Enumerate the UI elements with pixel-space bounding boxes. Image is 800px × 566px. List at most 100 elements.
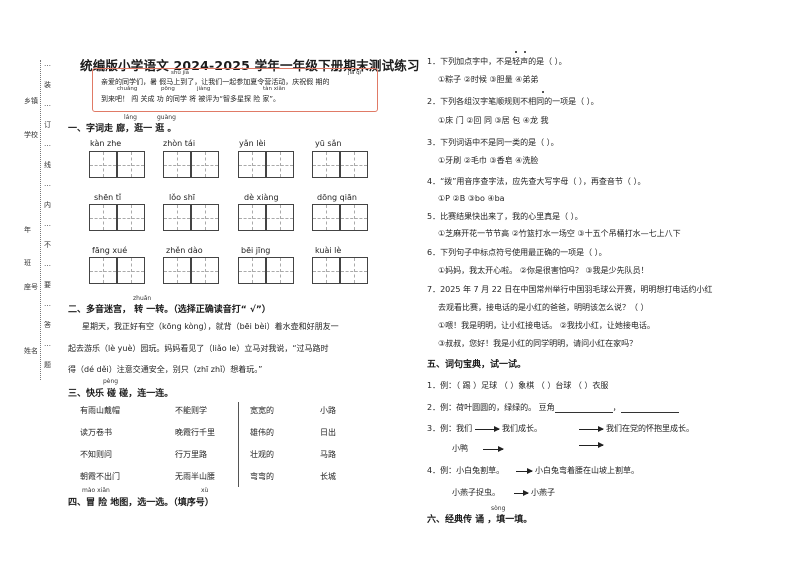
sec5-item-4-b: 小白兔弯着腰在山坡上割草。 (535, 466, 639, 475)
question-5-stem: 5．比赛结果快出来了，我的心里真是（ ）。 (427, 212, 583, 221)
writing-box[interactable] (117, 151, 145, 178)
section-pinyin: pèng (103, 378, 119, 385)
intro-pinyin: chuǎng (117, 86, 138, 92)
label-class: 班 (24, 259, 31, 267)
match-item[interactable]: 读万卷书 (80, 428, 112, 437)
sec2-paragraph-2: 起去游乐（lè yuè）园玩。妈妈看见了（liǎo le）立马对我说，“过马路时 (68, 344, 329, 353)
blank-line[interactable] (554, 404, 613, 413)
arrow-icon (579, 426, 604, 432)
pinyin-cell: kàn zhe (90, 139, 122, 148)
section-4-title: 四、冒 险 地图，选一选。（填序号） (68, 498, 214, 508)
binding-char: … (44, 180, 51, 188)
question-4-options[interactable]: ①P ②B ③bo ④ba (438, 194, 505, 203)
binding-char: 题 (44, 361, 51, 369)
match-item[interactable]: 朝霞不出门 (80, 472, 120, 481)
blank-line[interactable] (620, 404, 679, 413)
binding-char: 线 (44, 161, 51, 169)
match-item[interactable]: 日出 (320, 428, 336, 437)
pinyin-cell: bēi jīng (241, 246, 271, 255)
match-item[interactable]: 宽宽的 (250, 406, 274, 415)
sec5-item-2-text: 2．例：荷叶圆圆的，绿绿的。 豆角 (427, 403, 555, 412)
writing-box[interactable] (89, 151, 117, 178)
sec5-item-2: 2．例：荷叶圆圆的，绿绿的。 豆角， (427, 402, 679, 413)
writing-box[interactable] (163, 257, 191, 284)
writing-box[interactable] (266, 151, 294, 178)
writing-box[interactable] (163, 204, 191, 231)
writing-box[interactable] (117, 204, 145, 231)
arrow-icon (516, 468, 533, 474)
writing-box[interactable] (163, 151, 191, 178)
writing-box[interactable] (117, 257, 145, 284)
intro-pinyin: tàn xiǎn (263, 86, 286, 92)
writing-box[interactable] (89, 257, 117, 284)
sec5-item-3-c: 我们在党的怀抱里成长。 (606, 424, 694, 433)
match-item[interactable]: 马路 (320, 450, 336, 459)
match-item[interactable]: 晚霞行千里 (175, 428, 215, 437)
intro-pinyin: jiàng (197, 86, 211, 92)
pinyin-cell: lǒo shī (169, 193, 196, 202)
writing-box[interactable] (191, 151, 219, 178)
question-7-option-a[interactable]: ①喂！我是明明，让小红接电话。 ②我找小红，让她接电话。 (438, 321, 655, 330)
question-1-options[interactable]: ①粽子 ②时候 ③胆量 ④弟弟 (438, 75, 539, 84)
pinyin-cell: kuài lè (315, 246, 342, 255)
writing-box[interactable] (89, 204, 117, 231)
sec5-item-1: 1．例：（ 踢 ）足球 （ ）象棋 （ ）台球 （ ）衣服 (427, 381, 609, 390)
match-item[interactable]: 弯弯的 (250, 472, 274, 481)
writing-box[interactable] (312, 151, 340, 178)
question-1-stem: 1．下列加点字中，不是轻声的是（ ）。 (427, 57, 567, 66)
match-item[interactable]: 行万里路 (175, 450, 207, 459)
writing-box[interactable] (238, 257, 266, 284)
binding-char: 内 (44, 201, 51, 209)
binding-char: 装 (44, 81, 51, 89)
intro-line-1: 亲爱的同学们，暑 假马上到了，让我们一起参加夏令营活动，庆祝假 期的 (101, 78, 330, 86)
emphasis-dot (515, 51, 517, 53)
question-3-options[interactable]: ①牙刷 ②毛巾 ③香皂 ④洗脸 (438, 156, 539, 165)
label-school: 学校 (24, 131, 38, 139)
emphasis-dot (524, 51, 526, 53)
match-item[interactable]: 不能则学 (175, 406, 207, 415)
question-5-options[interactable]: ①芝麻开花一节节高 ②竹篮打水一场空 ③十五个吊桶打水—七上八下 (438, 229, 681, 238)
match-item[interactable]: 壮观的 (250, 450, 274, 459)
writing-box[interactable] (340, 257, 368, 284)
question-2-options[interactable]: ①床 门 ②回 同 ③居 包 ④龙 我 (438, 116, 549, 125)
question-3-stem: 3．下列词语中不是同一类的是（ ）。 (427, 138, 559, 147)
pinyin-cell: fāng xué (92, 246, 128, 255)
writing-box[interactable] (191, 257, 219, 284)
sec5-item-4-d: 小燕子 (531, 488, 555, 497)
question-7-option-b[interactable]: ③叔叔，您好！我是小红的同学明明，请问小红在家吗？ (438, 339, 638, 348)
writing-box[interactable] (238, 151, 266, 178)
writing-box[interactable] (312, 257, 340, 284)
match-item[interactable]: 雄伟的 (250, 428, 274, 437)
section-pinyin: mào xiǎn (82, 487, 110, 494)
arrow-icon (475, 426, 500, 432)
arrow-icon (514, 490, 529, 496)
emphasis-dot (542, 91, 544, 93)
question-6-stem: 6．下列句子中标点符号使用最正确的一项是（ ）。 (427, 248, 607, 257)
writing-box[interactable] (312, 204, 340, 231)
column-divider (238, 402, 239, 487)
intro-pinyin: pōng (161, 86, 175, 92)
writing-box[interactable] (191, 204, 219, 231)
question-2-stem: 2．下列各组汉字笔顺规则不相同的一项是（ ）。 (427, 97, 599, 106)
match-item[interactable]: 不知则问 (80, 450, 112, 459)
writing-box[interactable] (266, 204, 294, 231)
label-name: 姓名 (24, 347, 38, 355)
question-6-options[interactable]: ①妈妈，我太开心啦。 ②你是很害怕吗？ ③我是少先队员！ (438, 266, 649, 275)
match-item[interactable]: 小路 (320, 406, 336, 415)
match-item[interactable]: 长城 (320, 472, 336, 481)
match-item[interactable]: 有雨山戴帽 (80, 406, 120, 415)
question-4-stem: 4．“拨”用音序查字法，应先查大写字母（ ），再查音节（ ）。 (427, 177, 646, 186)
writing-box[interactable] (340, 151, 368, 178)
page-title: 统编版小学语文 2024-2025 学年一年级下册期末测试练习 (80, 58, 420, 73)
writing-box[interactable] (340, 204, 368, 231)
pinyin-cell: zhěn dào (166, 246, 203, 255)
writing-box[interactable] (238, 204, 266, 231)
binding-char: 答 (44, 321, 51, 329)
match-item[interactable]: 无雨半山腰 (175, 472, 215, 481)
intro-line-2: 到来吧！ 闯 关成 功 的同学 将 被评为“智多星探 险 家”。 (101, 95, 281, 103)
sec2-paragraph-1: 星期天，我正好有空（kōng kòng），就背（bēi bèi）着水壶和好朋友一 (82, 322, 339, 331)
intro-pinyin: shǔ jià (171, 70, 190, 76)
writing-box[interactable] (266, 257, 294, 284)
section-pinyin: guàng (157, 114, 176, 121)
section-pinyin: láng (124, 114, 137, 121)
